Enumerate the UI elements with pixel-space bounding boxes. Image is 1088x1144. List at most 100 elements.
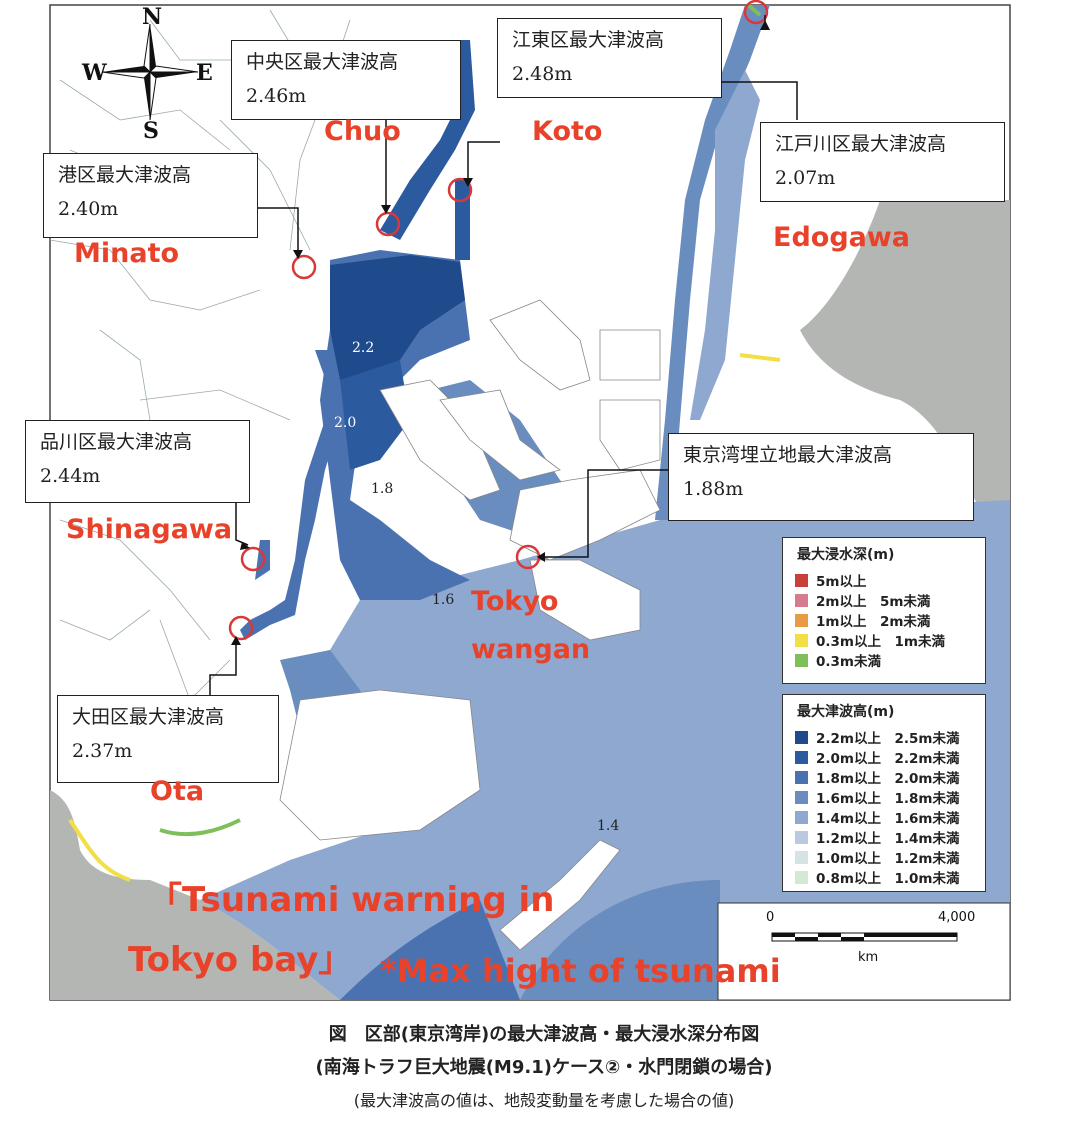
scale-end-label: 4,000 [938, 910, 976, 925]
legend-swatch [795, 730, 808, 744]
leader-arrowheads [231, 20, 770, 645]
legend-item: 0.8m以上 1.0m未満 [791, 867, 977, 887]
marker-koto [447, 177, 473, 203]
legend-label: 1m以上 2m未満 [816, 614, 931, 630]
legend-item: 1.0m以上 1.2m未満 [791, 847, 977, 867]
callout-shinagawa: 品川区最大津波高 2.44m [25, 420, 250, 503]
leader-lines [209, 15, 798, 695]
reclaimed-islands [279, 299, 661, 951]
legend-tsunami-height: 最大津波高(m) 2.2m以上 2.5m未満 2.0m以上 2.2m未満 1.8m以… [782, 694, 986, 892]
east-land-gray [800, 200, 1010, 510]
legend-item: 0.3m未満 [791, 650, 977, 670]
arakawa-river [655, 5, 770, 520]
callout-ota: 大田区最大津波高 2.37m [57, 695, 279, 783]
legend-swatch [795, 653, 808, 667]
contour-label-1-6: 1.6 [432, 592, 455, 608]
caption-line1: 図 区部(東京湾岸)の最大津波高・最大浸水深分布図 [328, 1024, 760, 1045]
legend-label: 1.2m以上 1.4m未満 [816, 831, 960, 847]
legend-label: 0.8m以上 1.0m未満 [816, 871, 960, 887]
callout-title: 港区最大津波高 [58, 164, 192, 186]
legend-item: 1m以上 2m未満 [791, 610, 977, 630]
callout-title: 中央区最大津波高 [246, 51, 399, 73]
inundation-patches [68, 3, 781, 882]
koto-canal [455, 180, 470, 260]
scale-start-label: 0 [766, 910, 775, 925]
ward-label-edogawa: Edogawa [773, 222, 911, 253]
caption-line2: (南海トラフ巨大地震(M9.1)ケース②・水門閉鎖の場合) [315, 1057, 773, 1078]
compass-east: E [196, 60, 213, 86]
southwest-land-gray [50, 790, 340, 1000]
legend-item: 1.4m以上 1.6m未満 [791, 807, 977, 827]
contour-label-2-2: 2.2 [352, 340, 375, 356]
legend-swatch [795, 750, 808, 764]
legend-swatch [795, 593, 808, 607]
overlay-title-line2: Tokyo bay」 [128, 940, 353, 980]
legend-item: 0.3m以上 1m未満 [791, 630, 977, 650]
callout-chuo: 中央区最大津波高 2.46m [231, 40, 461, 120]
callout-value: 2.40m [58, 198, 119, 220]
compass-rose [101, 23, 199, 121]
legend-swatch [795, 830, 808, 844]
legend-item: 1.2m以上 1.4m未満 [791, 827, 977, 847]
legend-swatch [795, 770, 808, 784]
sumida-river [380, 40, 475, 240]
callout-title: 江戸川区最大津波高 [775, 133, 947, 155]
callout-wangan: 東京湾埋立地最大津波高 1.88m [668, 433, 974, 521]
ward-label-tokyo: Tokyo [471, 586, 559, 617]
bay-deep-arc [520, 880, 720, 1000]
legend-item: 5m以上 [791, 570, 977, 590]
callout-minato: 港区最大津波高 2.40m [43, 153, 258, 238]
legend-label: 1.8m以上 2.0m未満 [816, 771, 960, 787]
legend-item: 1.8m以上 2.0m未満 [791, 767, 977, 787]
contour-label-2-0: 2.0 [334, 415, 357, 431]
west-canal [240, 350, 340, 640]
legend-label: 0.3m未満 [816, 654, 881, 670]
legend-swatch [795, 633, 808, 647]
legend-item: 2.0m以上 2.2m未満 [791, 747, 977, 767]
scale-unit-label: km [858, 950, 879, 965]
legend-label: 2.0m以上 2.2m未満 [816, 751, 960, 767]
legend-title: 最大浸水深(m) [797, 547, 895, 563]
callout-edogawa: 江戸川区最大津波高 2.07m [760, 122, 1005, 202]
legend-swatch [795, 613, 808, 627]
marker-edogawa [743, 0, 769, 25]
callout-title: 品川区最大津波高 [40, 431, 193, 453]
ward-label-koto: Koto [532, 116, 603, 147]
legend-swatch [795, 573, 808, 587]
legend-label: 1.0m以上 1.2m未満 [816, 851, 960, 867]
legend-label: 2m以上 5m未満 [816, 594, 931, 610]
legend-swatch [795, 850, 808, 864]
legend-swatch [795, 870, 808, 884]
marker-shinagawa [240, 546, 266, 572]
overlay-subtitle: *Max hight of tsunami [380, 952, 781, 990]
legend-label: 2.2m以上 2.5m未満 [816, 731, 960, 747]
ward-label-wangan: wangan [471, 634, 591, 665]
edogawa-river-bank [690, 70, 760, 420]
ward-label-minato: Minato [74, 238, 180, 269]
compass-north: N [142, 4, 163, 30]
legend-item: 2.2m以上 2.5m未満 [791, 727, 977, 747]
marker-ota [228, 615, 254, 641]
marker-chuo [375, 211, 401, 237]
compass-west: W [82, 60, 107, 86]
scale-bar-box [717, 902, 1011, 1001]
callout-value: 1.88m [683, 478, 744, 500]
legend-label: 5m以上 [816, 574, 867, 590]
callout-value: 2.07m [775, 167, 836, 189]
legend-label: 1.4m以上 1.6m未満 [816, 811, 960, 827]
compass-south: S [143, 118, 159, 144]
legend-title: 最大津波高(m) [797, 704, 895, 720]
callout-value: 2.37m [72, 740, 133, 762]
bay-south-edge [340, 900, 520, 1000]
legend-swatch [795, 790, 808, 804]
location-markers [228, 0, 769, 641]
overlay-title-line1: 「Tsunami warning in [148, 880, 555, 920]
callout-value: 2.44m [40, 465, 101, 487]
marker-minato [291, 254, 317, 280]
ward-label-shinagawa: Shinagawa [66, 514, 233, 545]
legend-item: 1.6m以上 1.8m未満 [791, 787, 977, 807]
legend-swatch [795, 810, 808, 824]
ward-label-chuo: Chuo [324, 116, 401, 147]
contour-label-1-8: 1.8 [371, 481, 394, 497]
